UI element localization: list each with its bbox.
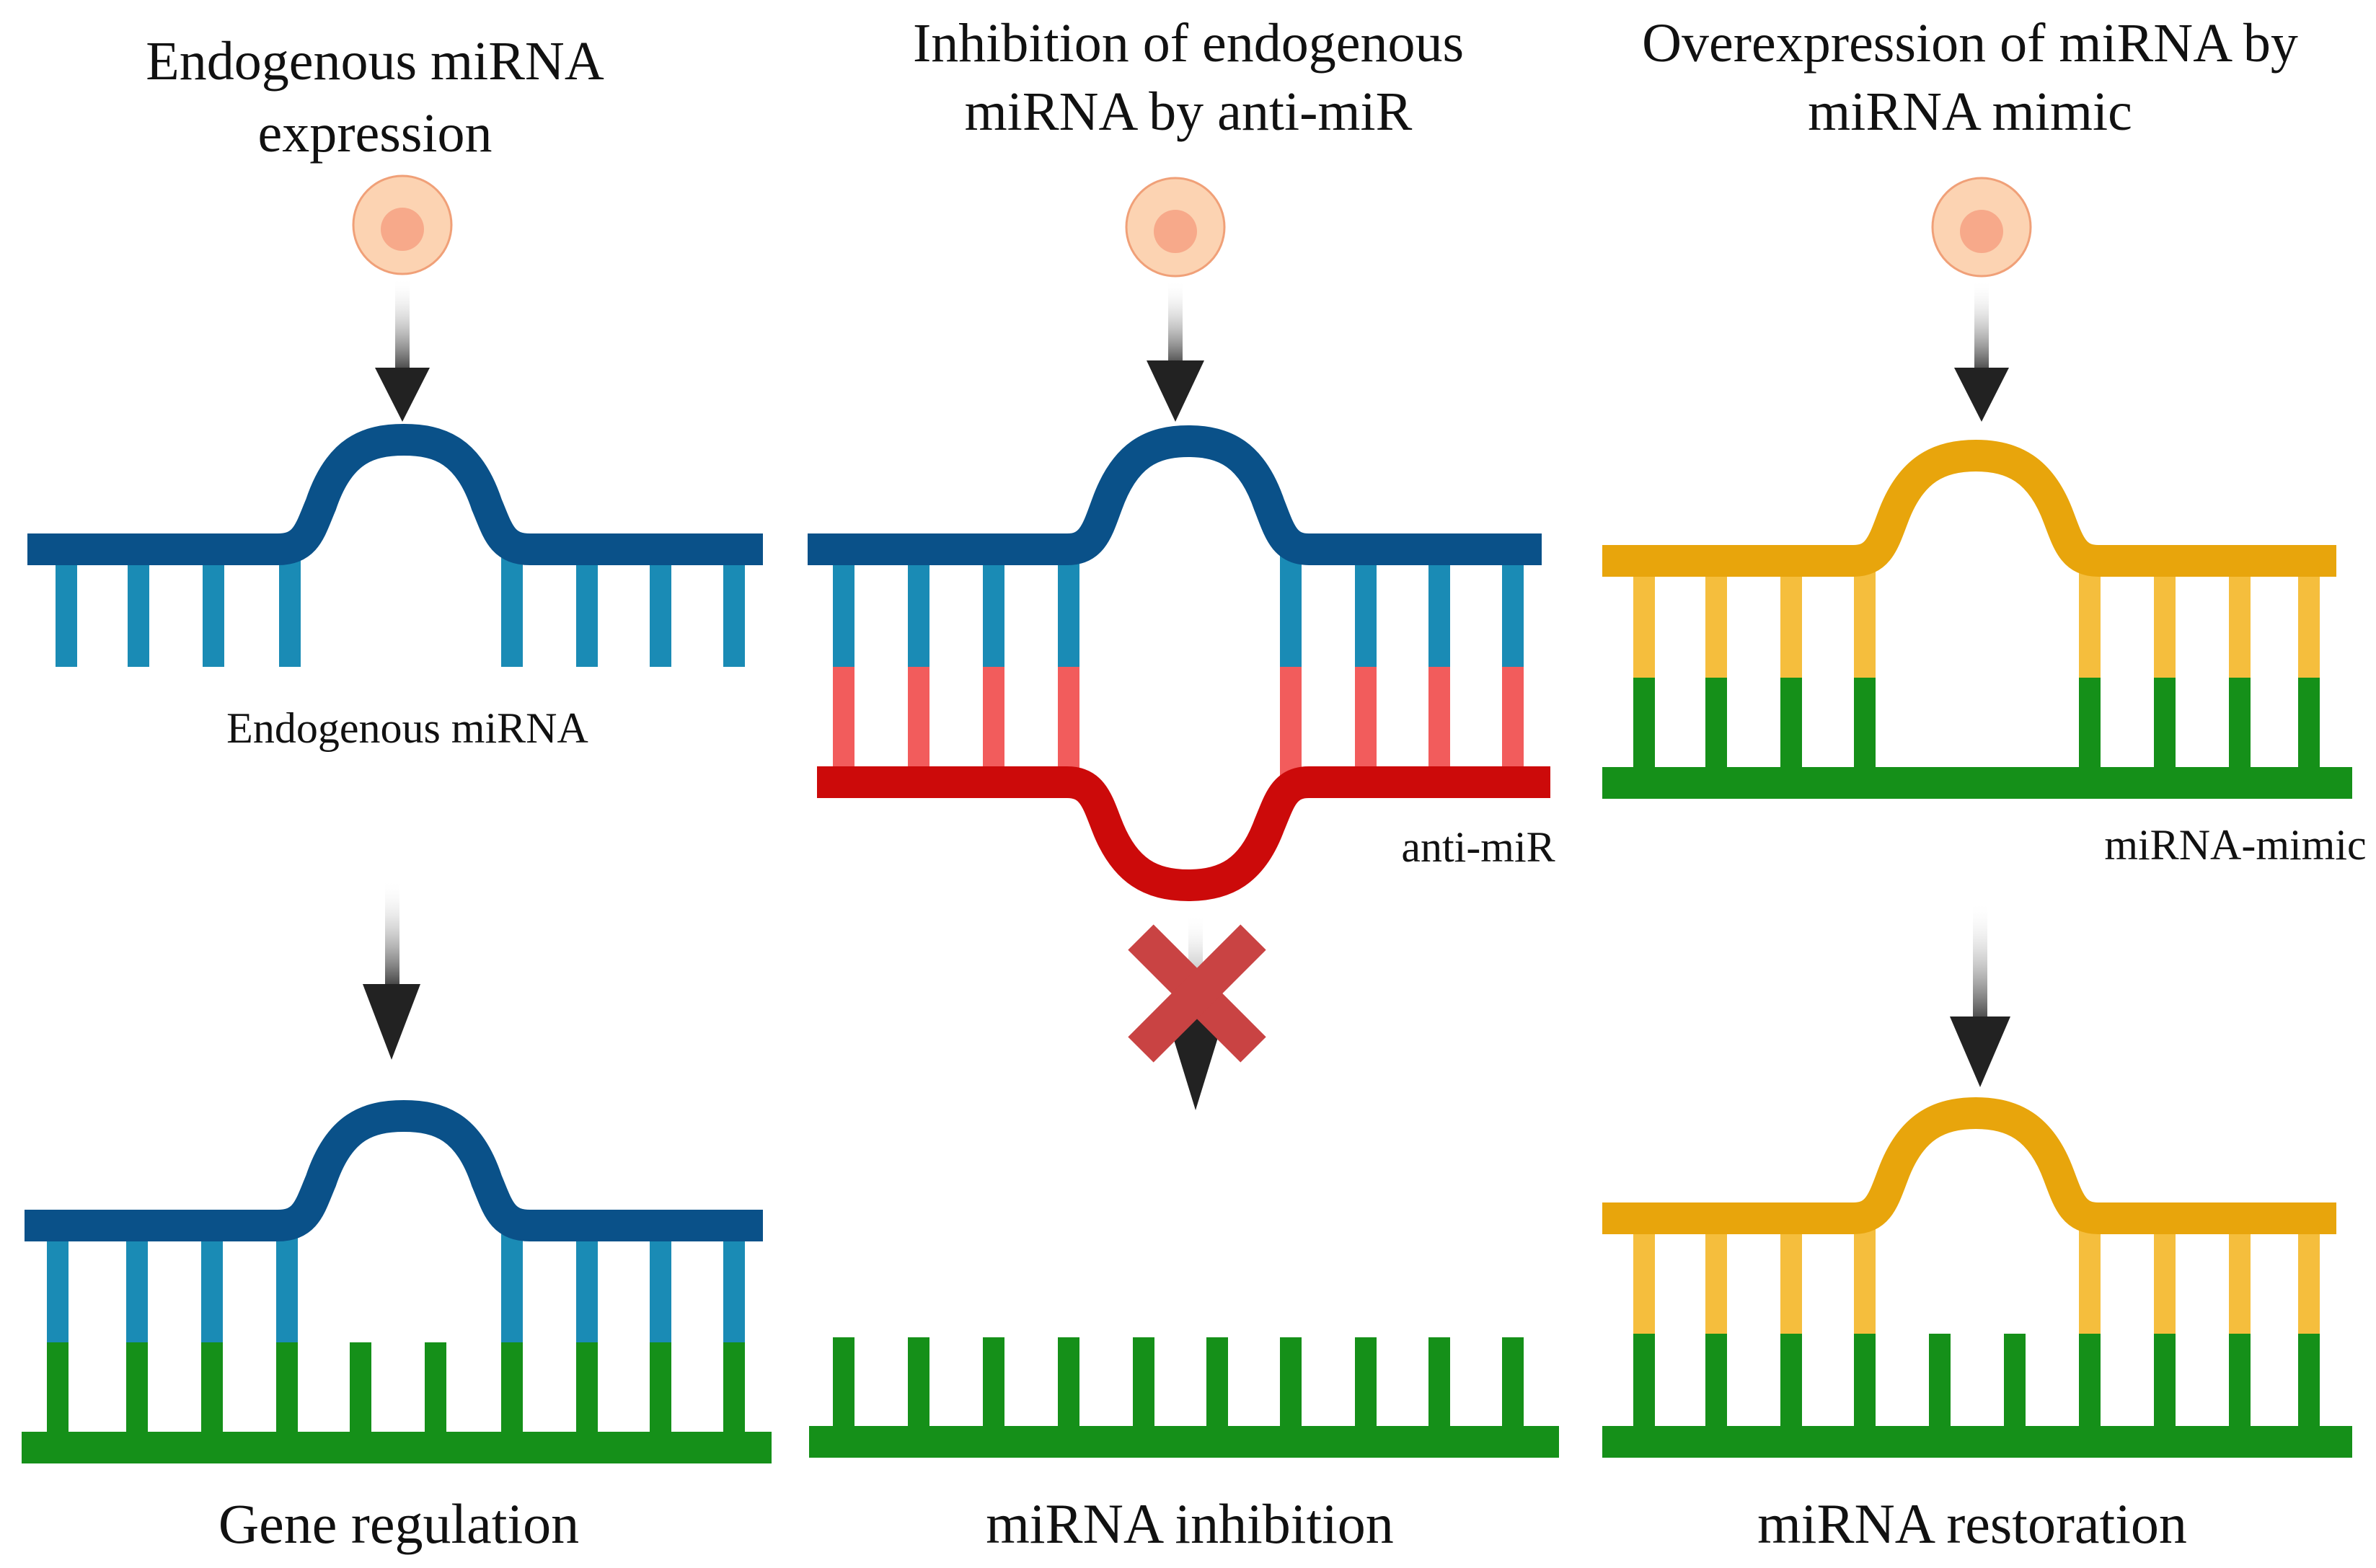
mirna-teeth bbox=[47, 1226, 745, 1342]
down-arrow-icon bbox=[375, 278, 430, 422]
panel-3-title-line-1: Overexpression of miRNA by bbox=[1642, 13, 2298, 74]
panel-1-title-line-2: expression bbox=[257, 103, 492, 164]
mrna-backbone bbox=[22, 1432, 772, 1463]
endogenous-mirna-label: Endogenous miRNA bbox=[226, 704, 588, 752]
cell-icon bbox=[352, 174, 453, 275]
gene-regulation-label: Gene regulation bbox=[218, 1492, 579, 1555]
mimic-backbone bbox=[1602, 439, 2336, 577]
mirna-teeth bbox=[833, 548, 1524, 670]
mirna-restoration-label: miRNA restoration bbox=[1757, 1492, 2187, 1555]
mirna-backbone bbox=[27, 423, 763, 565]
mirna-inhibition-label: miRNA inhibition bbox=[986, 1492, 1394, 1555]
mrna-teeth bbox=[1633, 678, 2320, 779]
mrna-teeth bbox=[1633, 1334, 2320, 1438]
panel-mimic: Overexpression of miRNA by miRNA mimic bbox=[1602, 13, 2367, 1555]
mimic-teeth bbox=[1633, 1218, 2320, 1337]
cell-icon bbox=[1931, 177, 2032, 278]
endogenous-mirna-strand bbox=[27, 423, 763, 667]
mirna-mimic-label: miRNA-mimic bbox=[2104, 821, 2366, 869]
mimic-backbone bbox=[1602, 1097, 2336, 1234]
panel-endogenous: Endogenous miRNA expression Endogenous bbox=[22, 31, 772, 1555]
mimic-teeth bbox=[1633, 561, 2320, 681]
panel-1-title-line-1: Endogenous miRNA bbox=[146, 31, 604, 92]
panel-2-title-line-2: miRNA by anti-miR bbox=[965, 81, 1413, 142]
cell-icon bbox=[1125, 177, 1226, 278]
mrna-backbone bbox=[1602, 767, 2352, 799]
down-arrow-icon bbox=[1954, 280, 2009, 422]
panel-antimir: Inhibition of endogenous miRNA by anti-m… bbox=[808, 13, 1559, 1555]
gene-regulation-duplex bbox=[22, 1099, 772, 1463]
antimir-backbone bbox=[817, 766, 1550, 902]
panel-3-title-line-2: miRNA mimic bbox=[1808, 81, 2132, 142]
block-x-icon bbox=[1128, 924, 1266, 1063]
free-target-mrna bbox=[809, 1337, 1559, 1458]
mrna-backbone bbox=[809, 1426, 1559, 1458]
mrna-backbone bbox=[1602, 1426, 2352, 1458]
blocked-arrow bbox=[1128, 914, 1266, 1110]
down-arrow-icon bbox=[363, 880, 420, 1060]
down-arrow-icon bbox=[1147, 280, 1204, 422]
mimic-duplex bbox=[1602, 439, 2352, 799]
panel-2-title-line-1: Inhibition of endogenous bbox=[913, 13, 1464, 74]
mrna-teeth bbox=[47, 1342, 745, 1442]
mirna-backbone bbox=[808, 425, 1542, 565]
mirna-restoration-duplex bbox=[1602, 1097, 2352, 1458]
antimir-label: anti-miR bbox=[1401, 823, 1555, 871]
mrna-teeth bbox=[833, 1337, 1524, 1442]
antimir-duplex bbox=[808, 425, 1550, 902]
gap-blank bbox=[303, 1326, 498, 1341]
antimir-teeth bbox=[833, 667, 1524, 782]
down-arrow-icon bbox=[1950, 901, 2010, 1087]
mirna-backbone bbox=[25, 1099, 763, 1241]
